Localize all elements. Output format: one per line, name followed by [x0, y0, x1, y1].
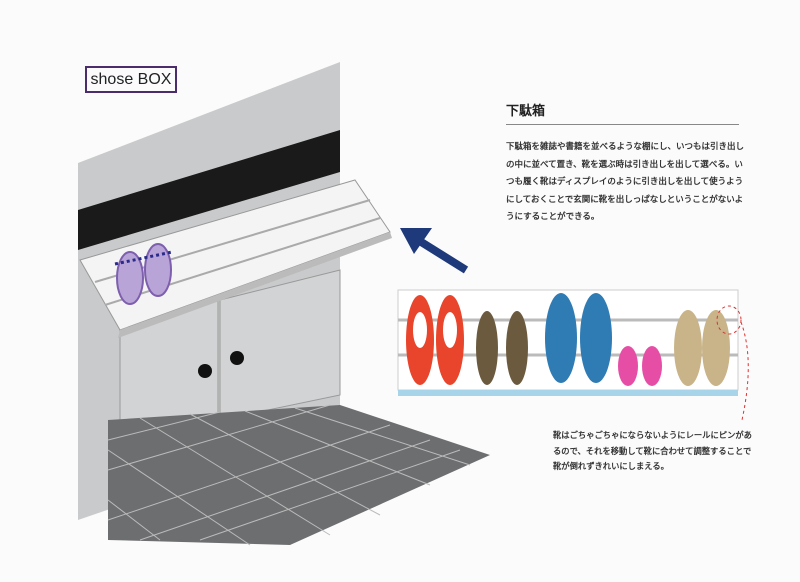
door-knob — [198, 364, 212, 378]
shoe-purple — [144, 243, 172, 297]
shoe-purple — [116, 251, 144, 305]
description: 下駄箱を雑誌や書籍を並べるような棚にし、いつもは引き出し の中に並べて置き、靴を… — [506, 139, 744, 227]
description-line: つも履く靴はディスプレイのように引き出しを出して使うよう — [506, 177, 744, 187]
description-line: うにすることができる。 — [506, 212, 600, 222]
description-line: 下駄箱を雑誌や書籍を並べるような棚にし、いつもは引き出し — [506, 142, 745, 152]
note-line: 靴が倒れずきれいにしまえる。 — [553, 461, 669, 471]
note-line: るので、それを移動して靴に合わせて調整することで — [553, 445, 752, 456]
description-line: の中に並べて置き、靴を選ぶ時は引き出しを出して選べる。い — [506, 159, 743, 170]
black-band — [78, 130, 340, 250]
shoe-rail-panel — [397, 289, 749, 421]
door-knob — [230, 351, 244, 365]
section-heading: 下駄箱 — [506, 104, 546, 119]
heading-divider — [506, 124, 739, 125]
callout-circle — [716, 305, 742, 335]
description-line: にしておくことで玄関に靴を出しっぱなしということがないよ — [506, 194, 744, 205]
arrow-icon — [400, 228, 469, 274]
note-line: 靴はごちゃごちゃにならないようにレールにピンがあ — [553, 430, 752, 440]
rail-note: 靴はごちゃごちゃにならないようにレールにピンがあ るので、それを移動して靴に合わ… — [553, 428, 752, 475]
title-box: shose BOX — [85, 66, 177, 93]
cabinet-door-right — [219, 269, 341, 421]
